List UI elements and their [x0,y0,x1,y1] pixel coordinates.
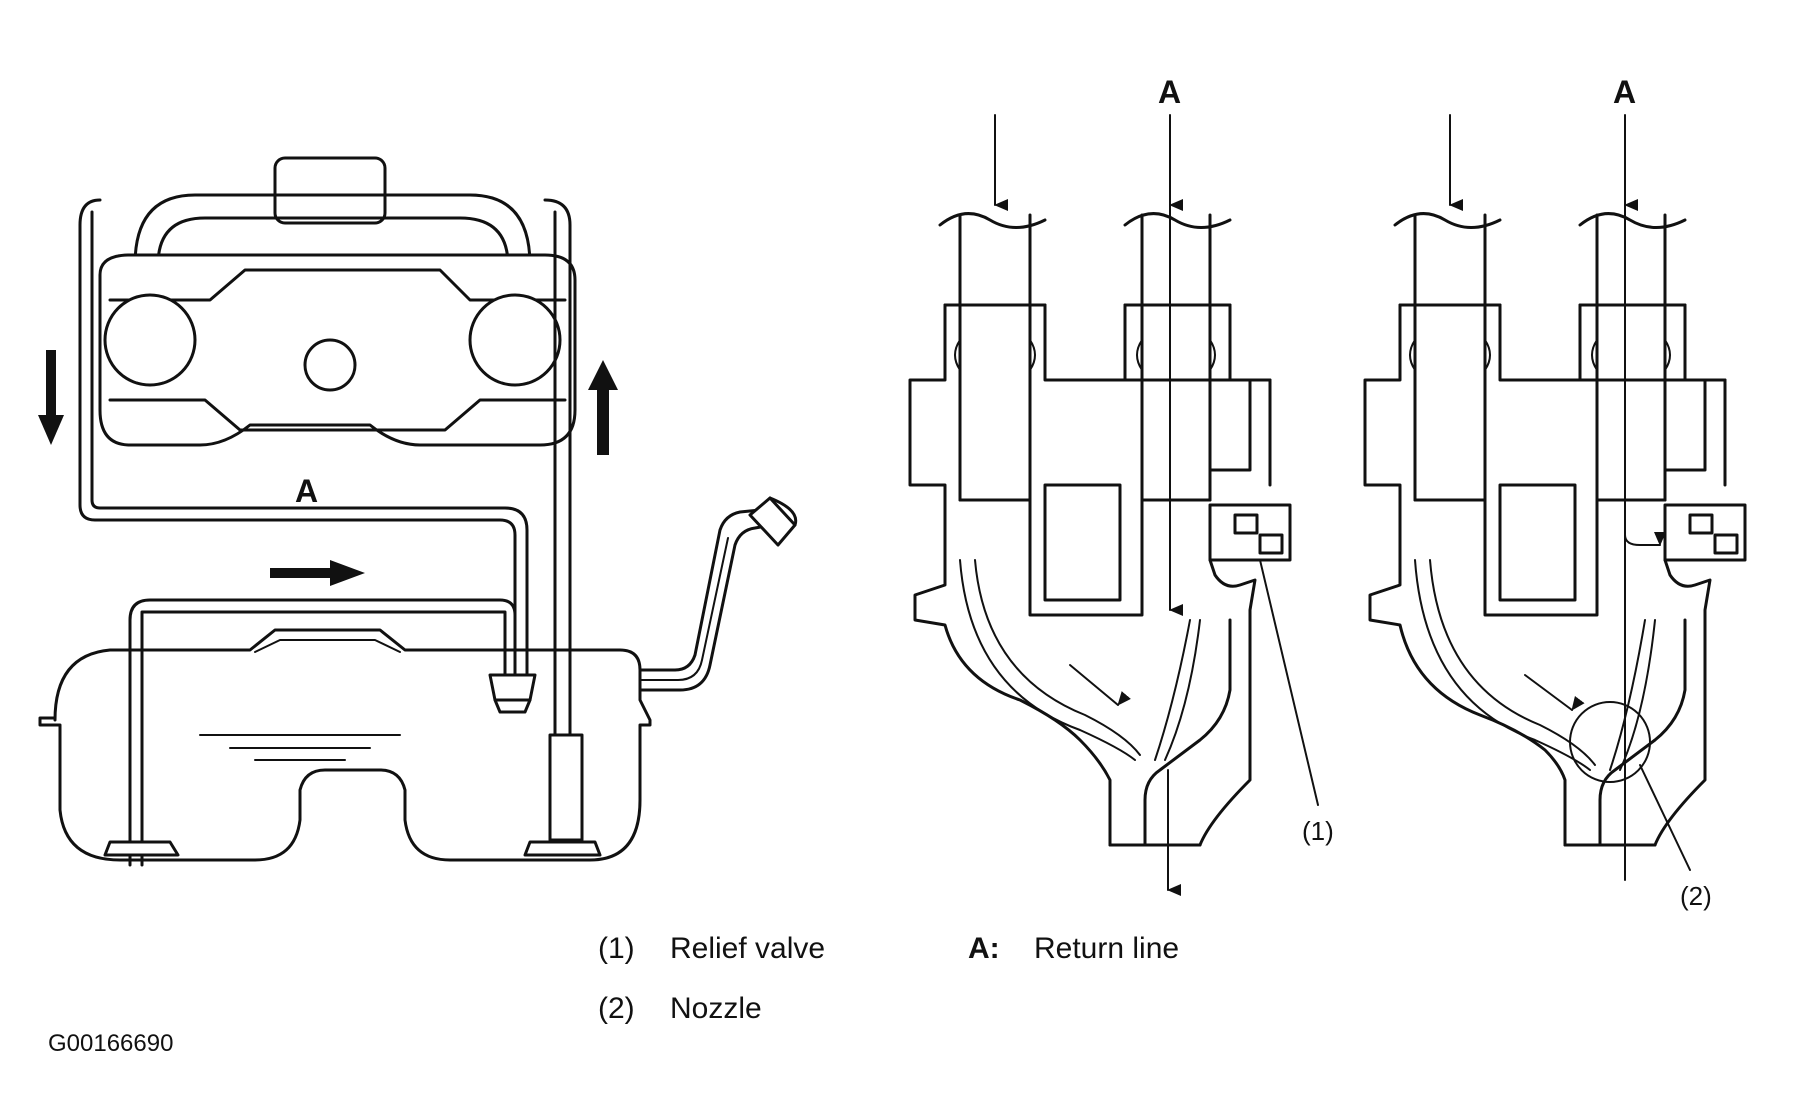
legend-item-relief-valve: (1) Relief valve [598,932,825,966]
right-return-line-callout: A [1613,74,1636,110]
legend-ref: (2) [598,992,635,1025]
relief-valve-ref: (1) [1302,816,1334,846]
nozzle-ref: (2) [1680,881,1712,911]
middle-return-line-callout: A [1158,74,1181,110]
relief-valve-section: A (1) [908,74,1334,896]
legend-key-label: Return line [1034,932,1180,965]
pump-center-hub [303,338,357,392]
left-return-line-callout: A [295,473,318,509]
filler-neck [638,508,762,672]
legend-label: Nozzle [670,992,762,1025]
figure-code: G00166690 [48,1030,174,1057]
flow-arrow-right-icon [270,560,365,586]
nozzle-highlight [1569,701,1651,783]
valve-inner-block [1043,483,1122,602]
legend-key-return-line: A: Return line [968,932,1179,966]
valve-housing [908,303,1112,847]
fuel-tank-shell [38,628,652,862]
filler-cap [748,496,797,547]
pump-cap [273,156,387,225]
legend-label: Relief valve [670,932,826,965]
pump-left-roller [103,293,197,387]
jet-pump-fitting [488,673,537,702]
flow-arrow-up-icon [588,360,618,455]
feed-line [543,198,572,737]
legend-ref: (1) [598,932,635,965]
legend-item-nozzle: (2) Nozzle [598,992,762,1026]
pump-hose-loop [133,193,532,267]
nozzle-section: A (2) [1363,74,1747,911]
return-line-loop [78,198,517,682]
right-pickup [523,840,602,857]
legend-key-letter: A: [968,932,1000,965]
in-tank-pump [548,733,584,842]
pump-right-roller [468,293,562,387]
left-pickup [103,840,180,857]
tank-assembly-view: A [38,156,798,867]
flow-arrow-down-icon [38,350,64,445]
